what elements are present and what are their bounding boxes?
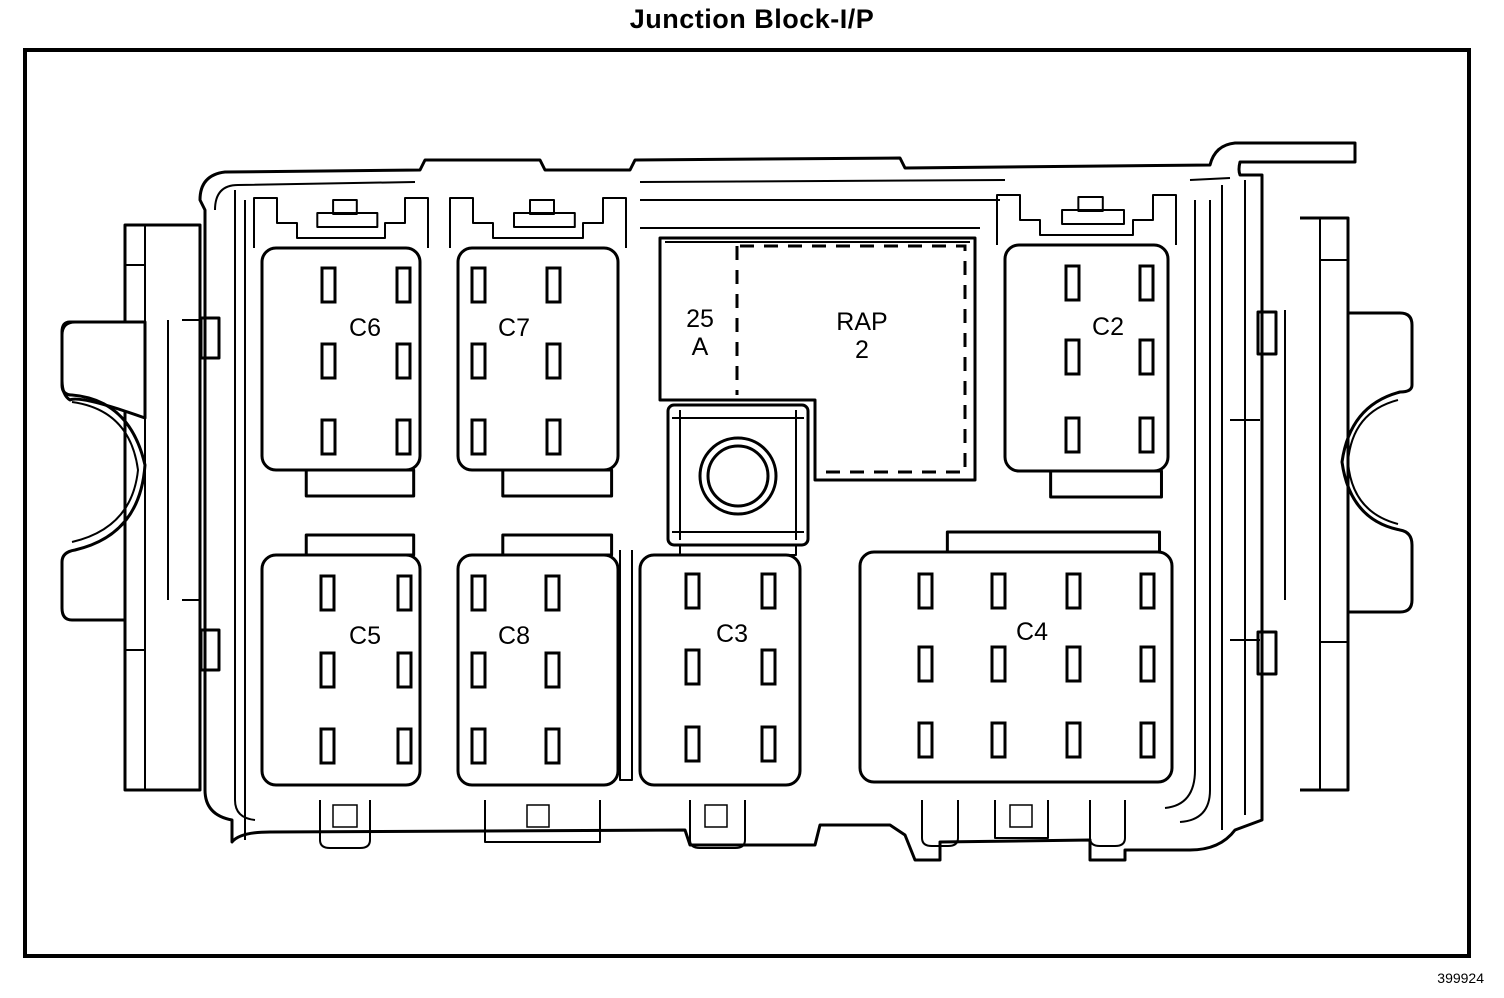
pin-cavity [470, 651, 487, 689]
pin-cavity [545, 418, 562, 456]
connector-tab [501, 468, 614, 498]
pin-cavity [1064, 338, 1081, 376]
stud-terminal [666, 403, 810, 556]
connector-latch-nub [332, 199, 358, 215]
pin-cavity [917, 721, 934, 759]
pin-cavity [1065, 645, 1082, 683]
connector-latch-nub [1077, 196, 1104, 212]
connector-c8[interactable]: C8 [456, 533, 620, 787]
pin-cavity [990, 721, 1007, 759]
pin-cavity [684, 572, 701, 610]
pin-cavity [990, 572, 1007, 610]
connector-tab [1049, 469, 1163, 499]
relay-label: RAP [836, 308, 887, 336]
right-mounting-ear [1256, 216, 1414, 792]
pin-cavity [1138, 264, 1155, 302]
pin-cavity [470, 574, 487, 612]
relay-number: 2 [855, 336, 869, 364]
bottom-latches [319, 800, 1126, 849]
connector-tab [945, 530, 1162, 554]
connector-tab [304, 468, 416, 498]
connector-label: C3 [716, 620, 748, 648]
pin-cavity [917, 645, 934, 683]
pin-cavity [917, 572, 934, 610]
internal-webbing [244, 199, 1211, 840]
pin-cavity [319, 574, 336, 612]
pin-cavity [1139, 645, 1156, 683]
connector-label: C7 [498, 314, 530, 342]
diagram-title: Junction Block-I/P [629, 4, 875, 34]
pin-cavity [320, 266, 337, 304]
connector-label: C8 [498, 622, 530, 650]
pin-cavity [1138, 416, 1155, 454]
connector-tab [501, 533, 614, 557]
connector-label: C5 [349, 622, 381, 650]
pin-cavity [1064, 264, 1081, 302]
pin-cavity [544, 574, 561, 612]
connector-latch-frame [449, 197, 627, 248]
pin-cavity [1139, 572, 1156, 610]
figure-number: 399924 [1437, 970, 1484, 986]
connector-tab [304, 533, 416, 557]
diagram-frame [23, 48, 1471, 958]
pin-cavity [470, 727, 487, 765]
connector-latch-frame [996, 194, 1177, 245]
connector-body [858, 550, 1174, 784]
fuse-rating-number: 25 [686, 305, 714, 333]
pin-cavity [319, 727, 336, 765]
pin-cavity [396, 574, 413, 612]
connector-label: C4 [1016, 618, 1048, 646]
pin-cavity [1065, 572, 1082, 610]
pin-cavity [1138, 338, 1155, 376]
connector-latch-frame [253, 197, 429, 248]
pin-cavity [395, 342, 412, 380]
pin-cavity [320, 418, 337, 456]
pin-cavity [396, 727, 413, 765]
connector-body [260, 553, 422, 787]
pin-cavity [395, 266, 412, 304]
pin-cavity [544, 651, 561, 689]
pin-cavity [760, 648, 777, 686]
pin-cavity [1139, 721, 1156, 759]
pin-cavity [395, 418, 412, 456]
pin-cavity [320, 342, 337, 380]
pin-cavity [545, 266, 562, 304]
connector-latch [513, 212, 576, 228]
pin-cavity [684, 648, 701, 686]
connector-c4[interactable]: C4 [858, 530, 1174, 784]
fuse-relay-area [658, 236, 977, 482]
pin-cavity [1065, 721, 1082, 759]
connector-c3[interactable]: C3 [638, 553, 802, 787]
pin-cavity [760, 725, 777, 763]
pin-cavity [544, 727, 561, 765]
connector-body [638, 553, 802, 787]
left-mounting-ear [60, 223, 221, 792]
connector-label: C6 [349, 314, 381, 342]
fuse-rating-unit: A [692, 333, 709, 361]
pin-cavity [684, 725, 701, 763]
pin-cavity [470, 418, 487, 456]
connector-latch [316, 212, 379, 228]
connector-latch [1061, 209, 1125, 225]
connector-latch-nub [529, 199, 555, 215]
housing-outline [198, 141, 1357, 862]
connector-c6[interactable]: C6 [253, 197, 429, 498]
pin-cavity [990, 645, 1007, 683]
pin-cavity [396, 651, 413, 689]
connector-c7[interactable]: C7 [449, 197, 627, 498]
pin-cavity [760, 572, 777, 610]
connector-label: C2 [1092, 313, 1124, 341]
pin-cavity [470, 342, 487, 380]
pin-cavity [470, 266, 487, 304]
pin-cavity [545, 342, 562, 380]
connector-c2[interactable]: C2 [996, 194, 1177, 499]
pin-cavity [319, 651, 336, 689]
pin-cavity [1064, 416, 1081, 454]
connector-c5[interactable]: C5 [260, 533, 422, 787]
